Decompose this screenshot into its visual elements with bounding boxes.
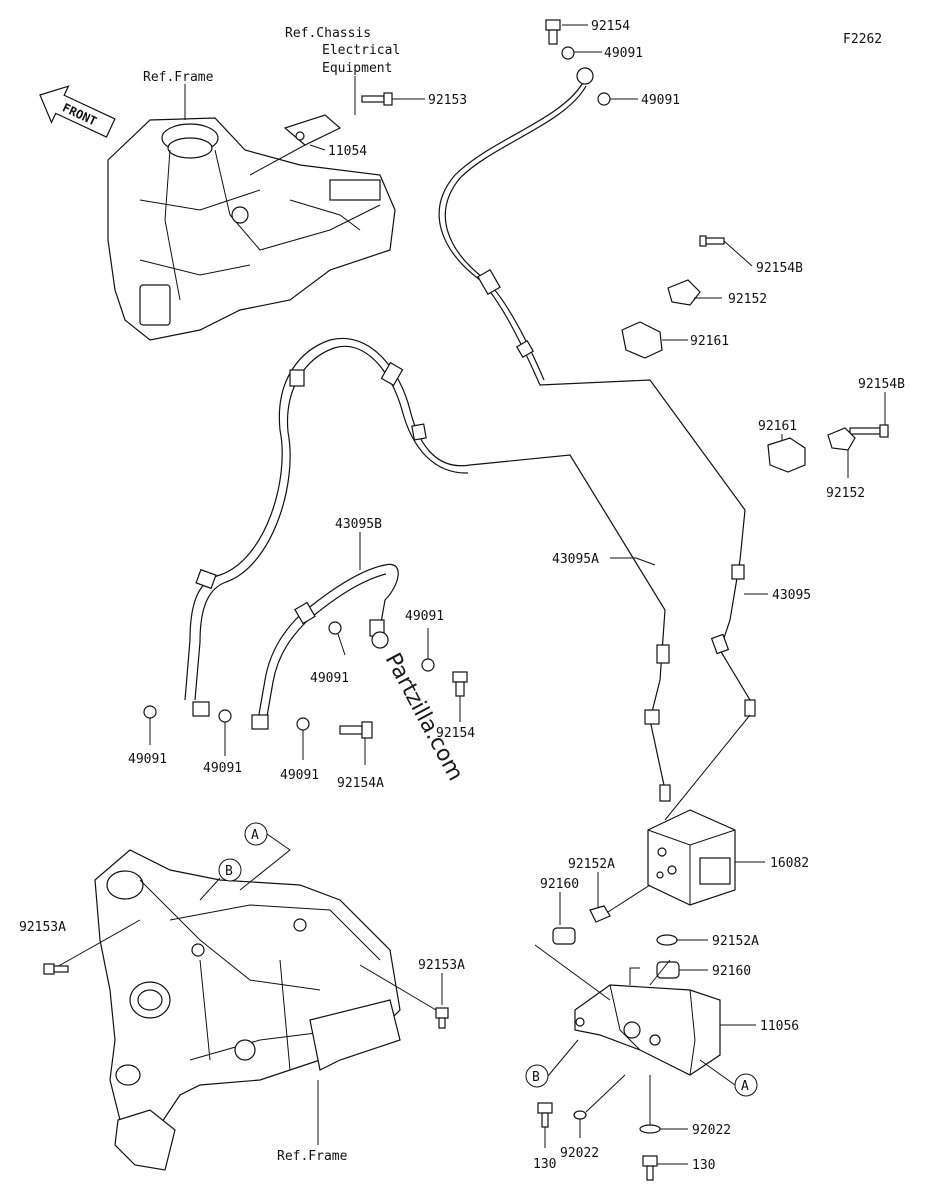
banjo-fitting-left: [192, 701, 210, 717]
abs-unit-16082: [647, 809, 736, 906]
callout-130-right: 130: [692, 1158, 715, 1173]
ref-frame-top-label: Ref.Frame: [143, 70, 214, 85]
callout-92152-upper: 92152: [728, 292, 767, 307]
callout-92161-upper: 92161: [690, 334, 729, 349]
washer-92022-right: [639, 1124, 661, 1134]
frame-head-assembly: [107, 117, 396, 341]
callout-92022-left: 92022: [560, 1146, 599, 1161]
callout-92153: 92153: [428, 93, 467, 108]
ref-chassis-label-3: Equipment: [322, 61, 392, 76]
washer-49091-top-a: [561, 46, 575, 60]
callout-49091-top-a: 49091: [604, 46, 643, 61]
callout-43095: 43095: [772, 588, 811, 603]
circle-marker-b-left: B: [218, 858, 242, 882]
callout-92152a-upper: 92152A: [568, 857, 615, 872]
bolt-92153a-right: [435, 1007, 449, 1029]
banjo-fitting-right: [371, 631, 389, 649]
circle-marker-a-left: A: [244, 822, 268, 846]
callout-49091-mid: 49091: [280, 768, 319, 783]
callout-92154a: 92154A: [337, 776, 384, 791]
callout-92154-top: 92154: [591, 19, 630, 34]
callout-92160-right: 92160: [712, 964, 751, 979]
callout-43095b: 43095B: [335, 517, 382, 532]
washer-49091-left-b: [218, 709, 232, 723]
banjo-bolt-92154-right: [452, 671, 468, 697]
svg-text:B: B: [532, 1070, 540, 1085]
washer-49091-mid: [296, 717, 310, 731]
bolt-92153: [361, 92, 393, 106]
hose-43095a-middle: [184, 337, 666, 791]
callout-11054: 11054: [328, 144, 367, 159]
callout-49091-left-a: 49091: [128, 752, 167, 767]
callout-92152-right: 92152: [826, 486, 865, 501]
banjo-bolt-92154a: [339, 721, 373, 739]
hose-43095a: [438, 83, 751, 701]
callout-92154-right: 92154: [436, 726, 475, 741]
bolt-130-left: [537, 1102, 553, 1128]
ref-chassis-label-2: Electrical: [322, 43, 400, 58]
washer-49091-right-b: [421, 658, 435, 672]
ref-chassis-label-1: Ref.Chassis: [285, 26, 371, 41]
bolt-130-right: [642, 1155, 658, 1181]
svg-text:A: A: [741, 1079, 749, 1094]
banjo-bolt-92154-top: [545, 19, 561, 45]
bolt-92154b-upper: [699, 235, 725, 247]
damper-92160-right: [656, 961, 680, 979]
bracket-11056: [574, 967, 721, 1076]
washer-49091-right-a: [328, 621, 342, 635]
bolt-92154b-right: [849, 424, 889, 438]
ref-frame-bottom-label: Ref.Frame: [277, 1149, 348, 1164]
hose-43095b: [257, 563, 399, 721]
banjo-fitting-top: [576, 67, 594, 85]
front-arrow-icon: FRONT: [39, 85, 116, 138]
clamp-11054: [283, 114, 342, 146]
callout-49091-right-b: 49091: [405, 609, 444, 624]
grommet-92161-right: [767, 437, 806, 473]
svg-text:B: B: [225, 864, 233, 879]
callout-43095a: 43095A: [552, 552, 599, 567]
collar-92152a-lower: [656, 934, 678, 946]
callout-49091-left-b: 49091: [203, 761, 242, 776]
circle-marker-b-right: B: [525, 1064, 549, 1088]
washer-49091-left-a: [143, 705, 157, 719]
figure-code: F2262: [843, 32, 882, 47]
circle-marker-a-right: A: [734, 1073, 758, 1097]
clamp-92152-upper: [667, 279, 701, 306]
banjo-fitting-middle: [251, 714, 269, 730]
rear-frame-assembly: [94, 849, 401, 1171]
callout-49091-top-b: 49091: [641, 93, 680, 108]
callout-16082: 16082: [770, 856, 809, 871]
callout-92022-right: 92022: [692, 1123, 731, 1138]
washer-92022-left: [573, 1110, 587, 1120]
grommet-92161-upper: [621, 321, 663, 359]
callout-92154b-upper: 92154B: [756, 261, 803, 276]
collar-92152a-upper: [589, 905, 611, 923]
callout-92160-left: 92160: [540, 877, 579, 892]
clamp-92152-right: [827, 427, 856, 451]
callout-92154b-right: 92154B: [858, 377, 905, 392]
callout-49091-right-a: 49091: [310, 671, 349, 686]
damper-92160-left: [552, 927, 576, 945]
washer-49091-top-b: [597, 92, 611, 106]
callout-92153a-left: 92153A: [19, 920, 66, 935]
callout-92161-right: 92161: [758, 419, 797, 434]
callout-130-left: 130: [533, 1157, 556, 1172]
callout-11056: 11056: [760, 1019, 799, 1034]
svg-text:A: A: [251, 828, 259, 843]
callout-92153a-right: 92153A: [418, 958, 465, 973]
callout-92152a-lower: 92152A: [712, 934, 759, 949]
bolt-92153a-left: [43, 963, 69, 975]
